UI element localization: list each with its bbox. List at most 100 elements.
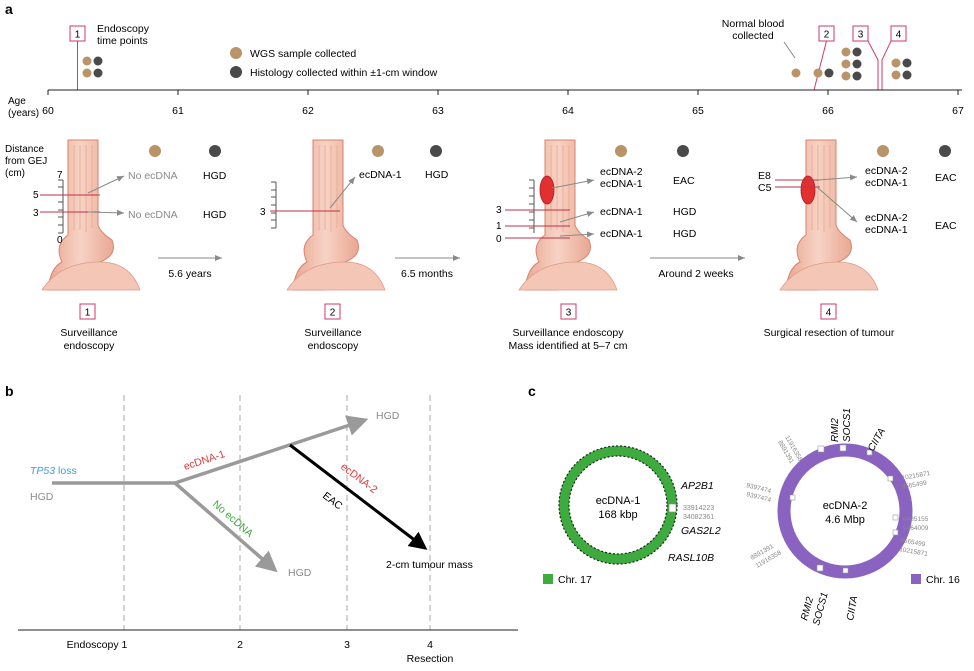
p3-title-2: Mass identified at 5–7 cm	[508, 340, 627, 352]
p4-arrow-1	[817, 174, 858, 181]
esophagus-illustration-4	[779, 139, 879, 291]
normal-blood-leader	[783, 41, 796, 59]
legend-marker-number: 1	[75, 30, 81, 41]
p4-row2-ecdna-a: ecDNA-2	[865, 212, 908, 224]
branch-no-ecdna	[173, 481, 278, 573]
p4-label-c5: C5	[758, 182, 772, 194]
ecdna2-legend-label: Chr. 16	[926, 574, 960, 586]
ecdna2-junctions	[789, 444, 899, 574]
tp2-wgs-dot	[813, 68, 823, 78]
tp1-wgs-dot-1	[82, 56, 92, 66]
tumour-mass-3	[539, 175, 555, 205]
p1-row1-ecdna: No ecDNA	[128, 170, 178, 182]
p3-row3-ecdna: ecDNA-1	[600, 228, 643, 240]
p3-arrow-1	[551, 178, 595, 189]
p1-wgs-dot	[149, 145, 161, 157]
ecdna1-size: 168 kbp	[598, 509, 637, 521]
ecdna2-coord-rt-1: 10215871	[901, 470, 931, 482]
p4-arrow-2	[817, 187, 858, 223]
esophagus-illustration-1	[41, 139, 141, 291]
panel-b-axis-label-4: 4	[427, 639, 433, 651]
p1-row2-ecdna: No ecDNA	[128, 209, 178, 221]
ecdna1-junction	[668, 503, 677, 513]
tp3-marker-number: 3	[858, 30, 864, 41]
ecdna1-legend-swatch	[543, 574, 553, 584]
p2-wgs-dot	[372, 145, 384, 157]
ecdna1-legend-label: Chr. 17	[558, 574, 592, 586]
tp2-marker-number: 2	[824, 30, 830, 41]
distance-label-3: (cm)	[5, 168, 25, 179]
p2-marker-number: 2	[330, 308, 336, 319]
p3-scale-1: 1	[496, 221, 502, 232]
p3-arrow-2	[559, 211, 595, 223]
legend-marker-label-1: Endoscopy	[97, 23, 150, 35]
ecdna1-coord-2: 34082361	[683, 514, 714, 521]
interval-label-1: 5.6 years	[168, 268, 211, 280]
age-tick-66: 66	[822, 105, 834, 117]
tp4-wgs-dot-1	[891, 58, 901, 68]
p4-row1-ecdna-b: ecDNA-1	[865, 177, 908, 189]
age-tick-67: 67	[952, 105, 964, 117]
age-tick-60: 60	[42, 105, 54, 117]
p3-scale	[529, 179, 535, 233]
p4-marker-box	[820, 303, 837, 320]
tp1-hist-dot-2	[93, 68, 103, 78]
p4-row2-hist: EAC	[935, 220, 957, 232]
ecdna2-gene-rmi2-top: RMI2	[830, 418, 841, 442]
age-axis-ticks	[47, 90, 959, 95]
ecdna1-ring-outer-dash	[558, 445, 678, 565]
panel-c-letter: c	[528, 383, 536, 399]
p3-row1-ecdna-a: ecDNA-2	[600, 166, 643, 178]
legend-wgs-label: WGS sample collected	[250, 48, 356, 60]
p2-marker-box	[324, 303, 341, 320]
ecdna1-ring-inner-dash	[568, 455, 668, 555]
p4-row2-ecdna-b: ecDNA-1	[865, 224, 908, 236]
panel-a-letter: a	[5, 1, 13, 17]
p1-hist-dot	[209, 145, 221, 157]
panel-b-axis-label-2: 2	[237, 639, 243, 651]
p4-row1-hist: EAC	[935, 172, 957, 184]
p1-title-1: Surveillance	[60, 327, 117, 339]
ecdna2-gene-ciita-top: CIITA	[866, 426, 888, 453]
distance-label-1: Distance	[5, 144, 44, 155]
tp4-marker-box	[890, 25, 907, 42]
legend-histology-label: Histology collected within ±1-cm window	[250, 67, 438, 79]
tp53-gene: TP53	[30, 465, 55, 477]
p3-title-1: Surveillance endoscopy	[513, 327, 625, 339]
p1-title-2: endoscopy	[64, 340, 116, 352]
p3-row1-hist: EAC	[673, 175, 695, 187]
hgd-root-label: HGD	[30, 491, 54, 503]
ecdna2-legend-swatch	[911, 574, 921, 584]
legend-wgs-dot	[230, 47, 242, 59]
age-tick-61: 61	[172, 105, 184, 117]
distance-label-2: from GEJ	[5, 156, 47, 167]
p1-arrow-2	[87, 209, 125, 216]
tp3-wgs-dot-3	[841, 71, 851, 81]
esophagus-illustration-3	[518, 139, 618, 291]
tp3-hist-dot-2	[852, 59, 862, 69]
ecdna2-name: ecDNA-2	[823, 500, 868, 512]
p3-scale-0: 0	[496, 234, 502, 245]
tumour-mass-4	[800, 175, 816, 205]
p4-wgs-dot	[877, 145, 889, 157]
ecdna1-gene-ap2b1: AP2B1	[680, 480, 714, 492]
ecdna2-gene-socs1-top: SOCS1	[842, 408, 853, 442]
p3-row1-ecdna-b: ecDNA-1	[600, 178, 643, 190]
age-tick-62: 62	[302, 105, 314, 117]
p2-row1-hist: HGD	[425, 169, 449, 181]
tp3-marker-box	[852, 25, 869, 42]
age-axis-label-2: (years)	[8, 108, 39, 119]
tp3-wgs-dot-1	[841, 47, 851, 57]
tp4-hist-dot-1	[902, 58, 912, 68]
panel-b-axis-label-1: Endoscopy 1	[67, 639, 128, 651]
p1-scale	[58, 179, 64, 234]
tp4-hist-dot-2	[902, 70, 912, 80]
p3-scale-3: 3	[496, 205, 502, 216]
branch-ecdna1	[174, 415, 369, 485]
p4-marker-number: 4	[826, 308, 832, 319]
ecdna2-coord-rm-1: 9485155	[903, 516, 929, 523]
p2-row1-ecdna: ecDNA-1	[359, 169, 402, 181]
p2-scale	[271, 181, 277, 229]
p1-row1-hist: HGD	[203, 170, 227, 182]
blood-dot	[791, 68, 801, 78]
